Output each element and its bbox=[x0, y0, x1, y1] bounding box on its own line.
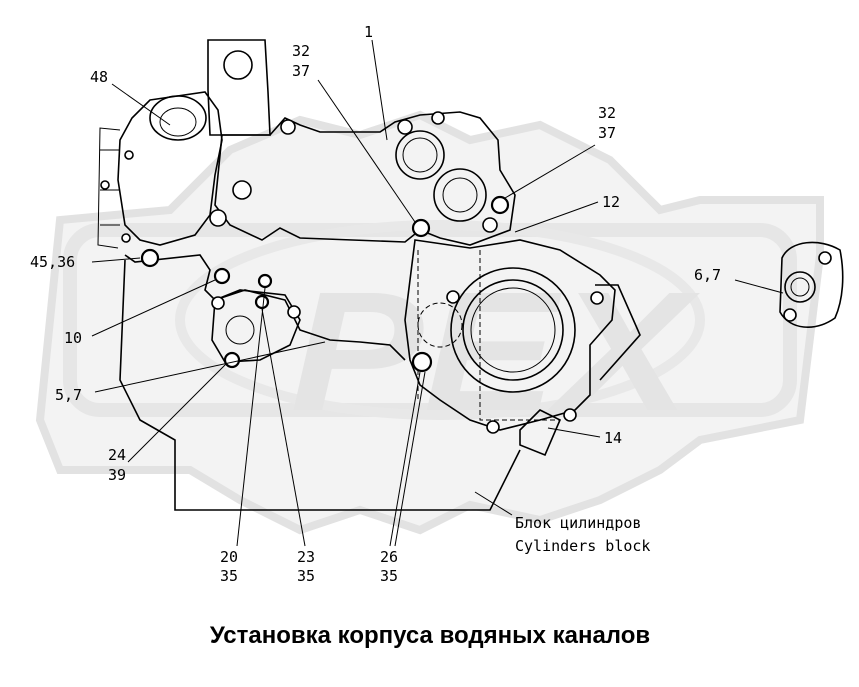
block-name: Блок цилиндров Cylinders block bbox=[515, 514, 650, 555]
leader-12 bbox=[514, 201, 599, 233]
label-24-39-b: 39 bbox=[108, 466, 126, 484]
housing-port-ring bbox=[395, 130, 445, 180]
label-24-39-a: 24 bbox=[108, 446, 126, 464]
leader-10 bbox=[91, 279, 216, 337]
cover-boss-2 bbox=[590, 291, 604, 305]
figure-caption: Установка корпуса водяных каналов bbox=[210, 622, 650, 649]
hidden-channel bbox=[417, 250, 560, 421]
top-mount-hole bbox=[223, 50, 253, 80]
leader-32-37-right bbox=[504, 144, 596, 199]
bolt-10 bbox=[213, 267, 231, 285]
cover-boss-1 bbox=[446, 290, 460, 304]
label-45-36: 45,36 bbox=[30, 253, 75, 271]
leader-5-7 bbox=[94, 341, 326, 393]
pump-plate-boss bbox=[211, 296, 225, 310]
leader-6-7 bbox=[734, 279, 784, 294]
block-label-en: Cylinders block bbox=[515, 537, 650, 555]
label-5-7: 5,7 bbox=[55, 386, 82, 404]
block-outline bbox=[119, 259, 521, 511]
bolt-20 bbox=[257, 273, 273, 289]
watermark-oval bbox=[175, 220, 705, 420]
leader-1 bbox=[371, 39, 388, 141]
label-32-37-right-a: 32 bbox=[598, 104, 616, 122]
pulley-ring-outer bbox=[450, 267, 576, 393]
bolt-45-36 bbox=[140, 248, 160, 268]
watermark-text: PEX bbox=[290, 257, 700, 447]
block-label-ru: Блок цилиндров bbox=[515, 514, 641, 532]
timing-cover bbox=[404, 239, 616, 431]
bolt-32-37-right bbox=[490, 195, 510, 215]
cover-plate-hole-2 bbox=[783, 308, 797, 322]
leader-24-39 bbox=[127, 363, 227, 463]
leader-14 bbox=[547, 427, 601, 438]
label-20-35-b: 35 bbox=[220, 567, 238, 585]
bolts bbox=[140, 195, 510, 373]
label-1: 1 bbox=[364, 23, 373, 41]
watermark-logo: PEX bbox=[35, 110, 824, 535]
bolt-23 bbox=[254, 294, 270, 310]
pump-plate bbox=[211, 289, 301, 363]
callouts: 1 32 37 32 37 48 12 45,36 6,7 10 5,7 14 … bbox=[30, 23, 721, 585]
engine-block-drawing bbox=[97, 39, 844, 511]
cover-bracket-right bbox=[595, 284, 641, 381]
label-23-35-b: 35 bbox=[297, 567, 315, 585]
housing-boss-5 bbox=[232, 180, 252, 200]
leader-26-35-a bbox=[389, 371, 421, 547]
pump-plate-hole bbox=[225, 315, 255, 345]
label-10: 10 bbox=[64, 329, 82, 347]
cover-plate-hole-1 bbox=[818, 251, 832, 265]
label-32-37-top-a: 32 bbox=[292, 42, 310, 60]
housing-boss-2 bbox=[397, 119, 413, 135]
label-23-35-a: 23 bbox=[297, 548, 315, 566]
cover-boss-4 bbox=[563, 408, 577, 422]
leader-23-35 bbox=[261, 308, 306, 547]
housing-boss-3 bbox=[431, 111, 445, 125]
bracket-bolt-2 bbox=[100, 180, 110, 190]
label-20-35-a: 20 bbox=[220, 548, 238, 566]
thermostat-bracket bbox=[97, 127, 121, 249]
leader-26-35-b bbox=[394, 371, 426, 547]
bolt-26 bbox=[411, 351, 433, 373]
cover-bracket-bottom bbox=[519, 409, 562, 457]
leader-32-37-top bbox=[317, 79, 416, 223]
pump-plate-boss-2 bbox=[287, 305, 301, 319]
label-6-7: 6,7 bbox=[694, 266, 721, 284]
water-channel-housing bbox=[214, 111, 516, 246]
bracket-bolt-3 bbox=[121, 233, 131, 243]
label-14: 14 bbox=[604, 429, 622, 447]
label-48: 48 bbox=[90, 68, 108, 86]
label-26-35-b: 35 bbox=[380, 567, 398, 585]
thermostat-outlet-inner bbox=[159, 107, 197, 137]
thermostat-outlet-ring bbox=[149, 95, 207, 141]
leader-lines bbox=[91, 39, 784, 547]
bolt-32-37-top bbox=[411, 218, 431, 238]
housing-boss-6 bbox=[209, 209, 227, 227]
cover-plate-6-7 bbox=[779, 241, 844, 328]
housing-port-2-inner bbox=[442, 177, 478, 213]
pulley-ring-inner bbox=[470, 287, 556, 373]
cover-plate-port-inner bbox=[790, 277, 810, 297]
leader-20-35 bbox=[236, 287, 266, 547]
label-26-35-a: 26 bbox=[380, 548, 398, 566]
bolt-5-7 bbox=[223, 351, 241, 369]
cover-boss-3 bbox=[486, 420, 500, 434]
leader-48 bbox=[111, 83, 171, 126]
housing-port-2-ring bbox=[433, 168, 487, 222]
pulley-ring-mid bbox=[462, 279, 564, 381]
label-32-37-top-b: 37 bbox=[292, 62, 310, 80]
label-12: 12 bbox=[602, 193, 620, 211]
leader-45-36 bbox=[91, 257, 141, 263]
top-mount-tab bbox=[207, 39, 271, 136]
leader-block bbox=[474, 491, 513, 516]
housing-port-inner bbox=[402, 137, 438, 173]
housing-boss-1 bbox=[280, 119, 296, 135]
bracket-bolt-1 bbox=[124, 150, 134, 160]
cover-plate-port bbox=[784, 271, 816, 303]
label-32-37-right-b: 37 bbox=[598, 124, 616, 142]
thermostat-housing bbox=[117, 91, 223, 246]
housing-boss-4 bbox=[482, 217, 498, 233]
